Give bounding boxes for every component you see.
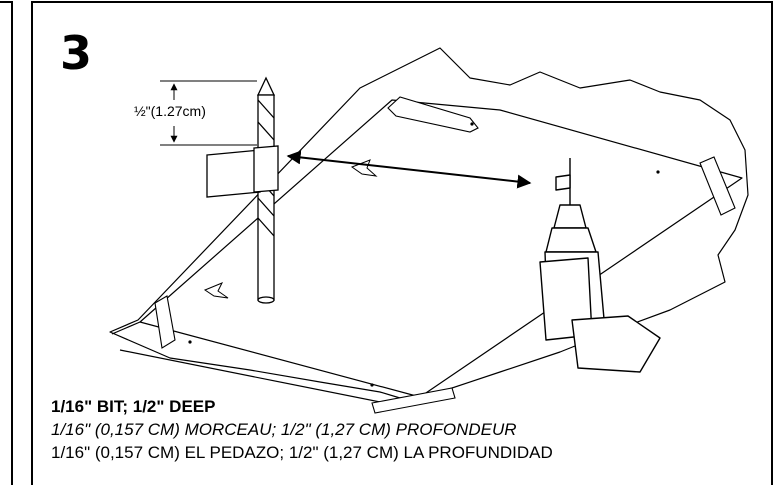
drill-nose [545, 227, 597, 253]
bit-end [257, 296, 275, 304]
tape-strips [154, 96, 736, 414]
instruction-spanish: 1/16" (0,157 CM) EL PEDAZO; 1/2" (1,27 C… [51, 443, 553, 462]
bit-shank [257, 94, 275, 301]
instruction-french: 1/16" (0,157 CM) MORCEAU; 1/2" (1,27 CM)… [51, 420, 517, 439]
board-edge-line-left [111, 321, 141, 335]
instruction-captions: 1/16" BIT; 1/2" DEEP 1/16" (0,157 CM) MO… [51, 395, 771, 464]
drill-tape-flag [555, 174, 571, 191]
hole-1 [470, 122, 474, 126]
tape-strip-left [154, 295, 176, 349]
drill-bit [206, 76, 279, 304]
tape-flag [206, 149, 261, 198]
depth-dimension [160, 80, 257, 146]
reference-arrow [286, 150, 532, 189]
instruction-english: 1/16" BIT; 1/2" DEEP [51, 397, 216, 416]
main-panel-border [31, 1, 773, 485]
depth-dimension-label: ½"(1.27cm) [134, 103, 206, 119]
tape-strip-top [387, 96, 479, 133]
hole-4 [370, 383, 374, 387]
tape-strip-bottom [371, 387, 456, 414]
step-number: 3 [60, 26, 93, 80]
left-panel-edge [0, 1, 13, 485]
hole-3 [188, 340, 192, 344]
tape-wrap [253, 145, 279, 193]
hole-2 [656, 170, 660, 174]
marker-lower [203, 282, 229, 299]
power-drill [539, 158, 661, 373]
drill-holes [188, 122, 660, 387]
drill-handle [571, 315, 661, 373]
tape-strip-right [699, 156, 736, 216]
drill-chuck [553, 204, 587, 229]
bit-tip [256, 76, 276, 96]
